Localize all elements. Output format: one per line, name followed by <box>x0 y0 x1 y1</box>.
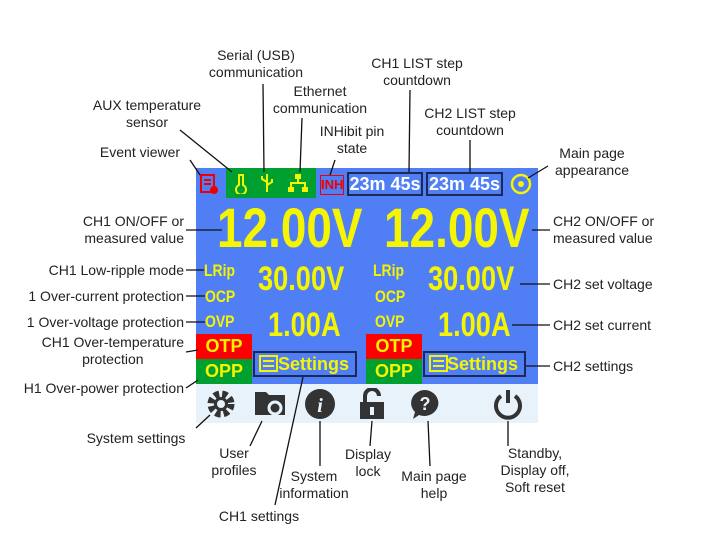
usb-icon <box>261 174 273 192</box>
label-system-settings: System settings <box>86 430 186 446</box>
ch2-set-current[interactable]: 1.00A <box>438 306 511 344</box>
settings-icon <box>259 355 278 372</box>
label-ch1-lrip: CH1 Low-ripple mode <box>48 262 184 278</box>
label-ch1-ovp: 1 Over-voltage protection <box>26 314 184 330</box>
inhibit-indicator: INH <box>320 175 344 195</box>
label-inhibit: INHibit pin state <box>319 123 385 156</box>
ch2-opp-indicator: OPP <box>366 359 422 384</box>
event-viewer-icon[interactable] <box>199 173 219 195</box>
ch1-ovp-indicator: OVP <box>205 312 235 331</box>
label-ch1-opp: H1 Over-power protection <box>23 380 184 396</box>
ch2-set-voltage[interactable]: 30.00V <box>428 260 515 298</box>
ch2-output-value[interactable]: 12.00V <box>384 196 530 259</box>
ch1-set-current[interactable]: 1.00A <box>268 306 341 344</box>
ch2-settings-button[interactable]: Settings <box>423 351 526 377</box>
label-ch2-settings: CH2 settings <box>553 358 634 374</box>
ch2-otp-indicator: OTP <box>366 334 422 359</box>
user-profiles-icon[interactable] <box>253 388 287 420</box>
ch1-set-voltage[interactable]: 30.00V <box>258 260 345 298</box>
aux-temperature-icon <box>235 174 247 194</box>
ch2-settings-label: Settings <box>446 354 518 374</box>
label-main-page-help: Main page help <box>401 468 467 501</box>
gear-icon[interactable] <box>204 388 238 420</box>
label-ch2-onoff: CH2 ON/OFF or measured value <box>553 213 655 246</box>
ethernet-icon <box>288 174 308 192</box>
ch2-list-countdown: 23m 45s <box>426 172 503 196</box>
ch1-output-value[interactable]: 12.00V <box>217 196 363 259</box>
label-standby: Standby, Display off, Soft reset <box>500 445 570 495</box>
label-ch1-list: CH1 LIST step countdown <box>371 55 463 88</box>
label-ch1-otp: CH1 Over-temperature protection <box>41 334 184 367</box>
label-user-profiles: User profiles <box>211 445 257 478</box>
label-ch2-set-current: CH2 set current <box>553 317 652 333</box>
ch1-settings-label: Settings <box>277 354 349 374</box>
label-aux-temperature: AUX temperature sensor <box>92 97 202 130</box>
label-ch1-settings: CH1 settings <box>218 508 300 524</box>
label-ethernet: Ethernet communication <box>272 83 368 116</box>
power-icon[interactable] <box>491 388 525 420</box>
label-ch1-ocp: 1 Over-current protection <box>28 288 184 304</box>
label-ch2-set-voltage: CH2 set voltage <box>553 276 653 292</box>
label-event-viewer: Event viewer <box>99 144 181 160</box>
main-page-appearance-icon[interactable] <box>510 173 532 195</box>
ch1-lrip-indicator: LRip <box>204 261 235 280</box>
ch1-otp-indicator: OTP <box>196 334 252 359</box>
label-ch1-onoff: CH1 ON/OFF or measured value <box>82 213 184 246</box>
label-main-page-appearance: Main page appearance <box>555 145 629 178</box>
label-display-lock: Display lock <box>345 446 391 479</box>
label-serial: Serial (USB) communication <box>208 47 304 80</box>
ch1-opp-indicator: OPP <box>196 359 252 384</box>
ch2-ocp-indicator: OCP <box>375 287 406 306</box>
ch1-ocp-indicator: OCP <box>205 287 236 306</box>
ch1-settings-button[interactable]: Settings <box>253 351 357 377</box>
ch2-ovp-indicator: OVP <box>375 312 405 331</box>
svg-text:?: ? <box>420 394 431 414</box>
label-ch2-list: CH2 LIST step countdown <box>424 105 516 138</box>
lock-icon[interactable] <box>355 388 389 420</box>
help-icon[interactable]: ? <box>408 388 442 420</box>
label-system-information: System information <box>279 468 349 501</box>
ch1-list-countdown: 23m 45s <box>347 172 423 196</box>
settings-icon <box>429 355 448 372</box>
svg-text:i: i <box>317 395 323 417</box>
info-icon[interactable]: i <box>303 388 337 420</box>
ch2-lrip-indicator: LRip <box>373 261 404 280</box>
